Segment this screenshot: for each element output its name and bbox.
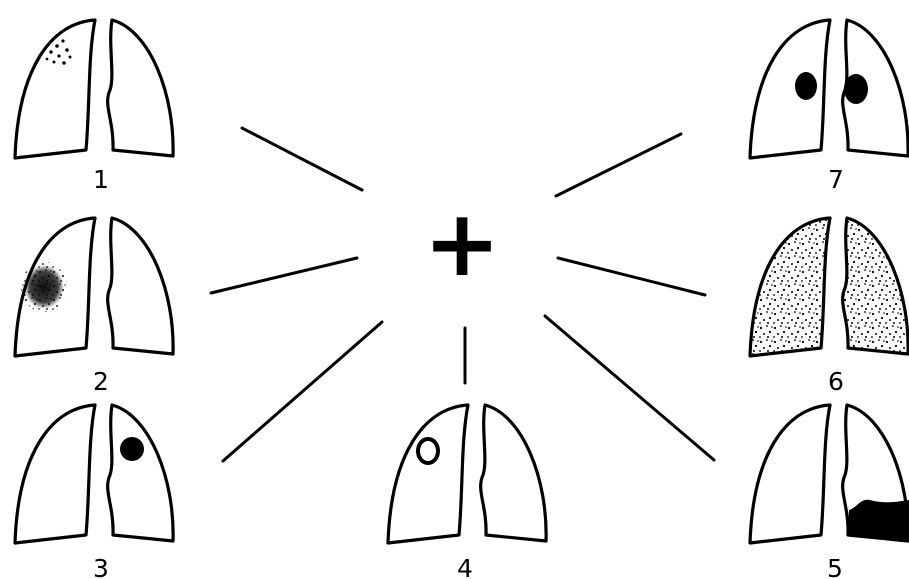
center-plus-sign: +: [423, 190, 500, 297]
hilar-mass-left: [795, 72, 817, 100]
panel-1: 1: [15, 20, 173, 194]
panel-1-label: 1: [93, 165, 109, 194]
panel-6-label: 6: [828, 367, 844, 396]
panel-5-label: 5: [827, 554, 843, 579]
spoke-to-panel-5: [545, 316, 714, 460]
panel-7: 7: [750, 20, 908, 194]
panel-2-label: 2: [93, 367, 109, 396]
panel-3-label: 3: [93, 554, 109, 579]
spoke-to-panel-7: [556, 134, 681, 196]
lung-outline-stippled: [750, 218, 908, 356]
panel-4: 4: [388, 405, 546, 579]
panel-7-label: 7: [828, 165, 844, 194]
hilar-mass-right: [844, 74, 868, 104]
panel-4-label: 4: [457, 554, 473, 579]
spoke-to-panel-2: [211, 258, 357, 293]
panel-2: 2: [15, 218, 173, 396]
lung-outline: [15, 405, 173, 543]
panel-6: 6: [750, 218, 908, 396]
lung-outline: [750, 20, 908, 158]
solid-nodule: [120, 437, 144, 461]
panel-3: 3: [15, 405, 173, 579]
basal-opacity: [848, 500, 909, 541]
spoke-to-panel-6: [558, 258, 705, 295]
panel-5: 5: [750, 405, 909, 579]
lung-outline: [388, 405, 546, 543]
fuzzy-patch: [21, 262, 67, 312]
spoke-to-panel-1: [242, 128, 362, 190]
spoke-to-panel-3: [223, 322, 382, 461]
lung-outline: [15, 20, 173, 158]
